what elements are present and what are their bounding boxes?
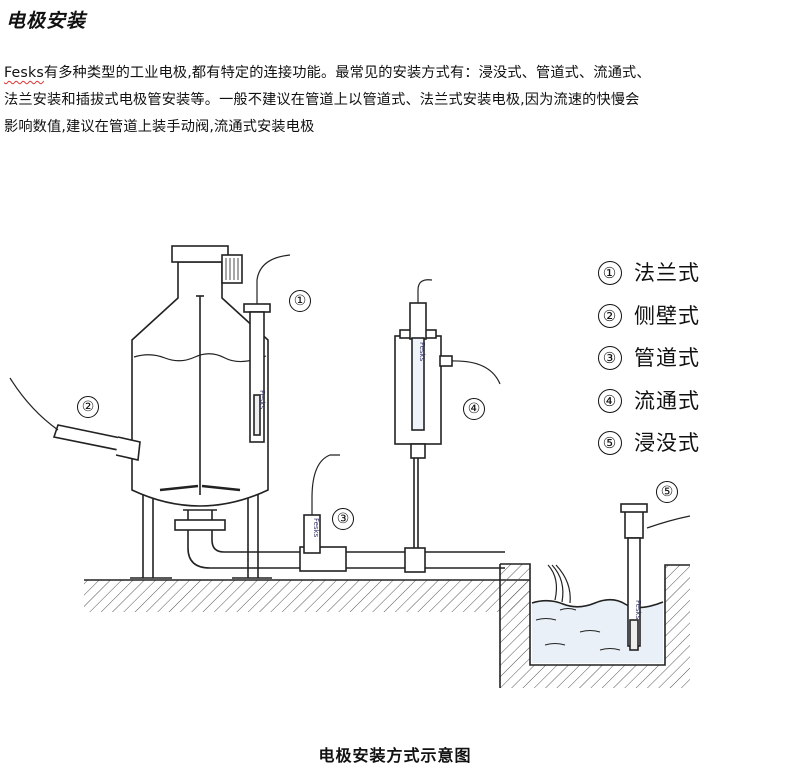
legend-number: ④ <box>598 388 622 413</box>
installation-diagram: Fesks Fesks Fesks Fesks <box>9 245 691 688</box>
brand-name: Fesks <box>4 65 44 81</box>
legend-item: ② 侧壁式 <box>598 295 700 338</box>
callout-1: ① <box>289 290 311 312</box>
callout-3: ③ <box>332 508 354 530</box>
basin-wall <box>500 564 690 688</box>
paragraph-line-1-text: 有多种类型的工业电极,都有特定的连接功能。最常见的安装方式有：浸没式、管道式、流… <box>43 65 651 81</box>
callout-5: ⑤ <box>656 481 678 503</box>
paragraph-line-3: 影响数值,建议在管道上装手动阀,流通式安装电极 <box>4 119 315 135</box>
callout-2: ② <box>77 396 99 418</box>
legend-item: ④ 流通式 <box>598 380 700 423</box>
legend-item: ③ 管道式 <box>598 337 700 380</box>
legend-number: ⑤ <box>598 431 622 455</box>
figure-legend: ① 法兰式 ② 侧壁式 ③ 管道式 ④ 流通式 ⑤ 浸没式 <box>598 252 700 465</box>
pipe-inline-section <box>299 546 347 572</box>
intro-paragraph: Fesks有多种类型的工业电极,都有特定的连接功能。最常见的安装方式有：浸没式、… <box>4 60 788 141</box>
callout-4: ④ <box>463 398 485 420</box>
legend-item: ⑤ 浸没式 <box>598 422 700 465</box>
legend-item: ① 法兰式 <box>598 252 700 295</box>
electrode-text-pipe: Fesks <box>312 518 320 538</box>
legend-label: 侧壁式 <box>634 303 700 328</box>
electrode-text-flowcell: Fesks <box>418 342 426 362</box>
legend-label: 流通式 <box>634 388 700 413</box>
legend-number: ② <box>598 303 622 328</box>
paragraph-line-1: Fesks有多种类型的工业电极,都有特定的连接功能。最常见的安装方式有：浸没式、… <box>4 60 788 87</box>
tank-motor <box>221 254 243 284</box>
legend-label: 浸没式 <box>634 431 700 455</box>
electrode-text-flange: Fesks <box>258 390 266 410</box>
legend-label: 法兰式 <box>634 261 700 285</box>
ground-slab <box>84 580 529 612</box>
legend-label: 管道式 <box>634 346 700 370</box>
paragraph-line-2: 法兰安装和插拔式电极管安装等。一般不建议在管道上以管道式、法兰式安装电极,因为流… <box>4 92 640 108</box>
electrode-text-immersion: Fesks <box>634 600 642 620</box>
legend-number: ① <box>598 261 622 285</box>
page-title: 电极安装 <box>6 10 87 32</box>
figure-caption: 电极安装方式示意图 <box>318 746 472 765</box>
legend-number: ③ <box>598 346 622 370</box>
